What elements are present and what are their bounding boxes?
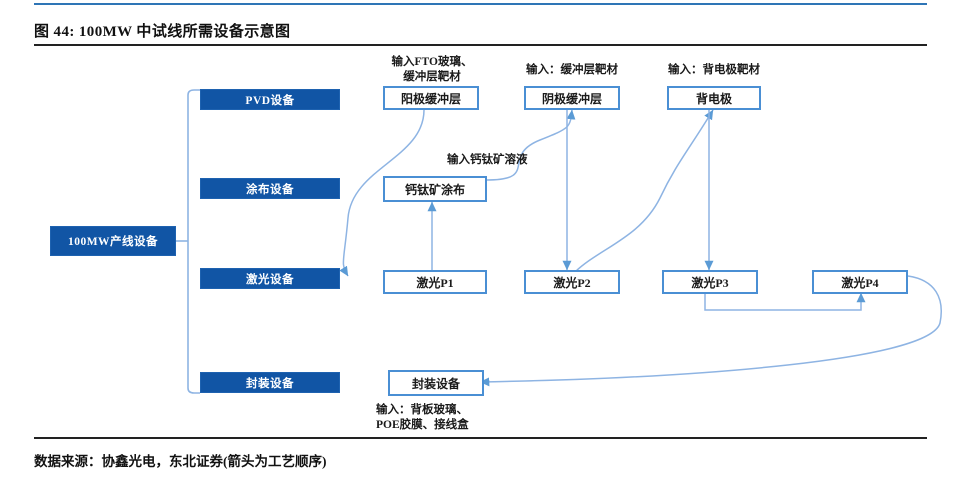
node-label: 100MW产线设备 [67, 236, 159, 248]
process-flow-diagram: 100MW产线设备 PVD设备 涂布设备 激光设备 封装设备 阳极缓冲层 阴极缓… [0, 48, 960, 436]
node-laser-p2[interactable]: 激光P2 [524, 270, 620, 294]
annotation-buffer-layer-target: 输入：缓冲层靶材 [526, 64, 618, 76]
edge-coating-to-cathode [486, 109, 576, 181]
node-packaging-equipment[interactable]: 封装设备 [388, 370, 484, 396]
edge-anode-to-laser-p1 [339, 109, 425, 277]
edge-laser-p4-to-packaging [479, 275, 942, 387]
node-label: 激光P2 [553, 275, 591, 290]
footer-divider [34, 437, 927, 439]
annotation-perovskite-solution: 输入钙钛矿溶液 [447, 154, 528, 166]
root-bracket [176, 89, 200, 394]
node-perovskite-coating[interactable]: 钙钛矿涂布 [383, 176, 487, 202]
node-laser-p1[interactable]: 激光P1 [383, 270, 487, 294]
node-back-electrode[interactable]: 背电极 [667, 86, 761, 110]
figure-title: 图 44: 100MW 中试线所需设备示意图 [34, 24, 291, 40]
node-label: 激光P3 [691, 275, 729, 290]
node-category-coating[interactable]: 涂布设备 [200, 178, 340, 199]
connector-lines-layer [176, 89, 942, 394]
node-label: 钙钛矿涂布 [404, 182, 465, 197]
node-category-laser[interactable]: 激光设备 [200, 268, 340, 289]
node-label: PVD设备 [245, 94, 295, 107]
source-note: 数据来源：协鑫光电，东北证券(箭头为工艺顺序) [34, 454, 327, 469]
annotation-back-electrode-target: 输入：背电极靶材 [668, 64, 760, 76]
node-category-pvd[interactable]: PVD设备 [200, 89, 340, 110]
node-label: 阴极缓冲层 [541, 91, 602, 106]
edge-laser-p2-to-backelectrode [574, 109, 714, 273]
node-cathode-buffer-layer[interactable]: 阴极缓冲层 [524, 86, 620, 110]
node-laser-p3[interactable]: 激光P3 [662, 270, 758, 294]
node-label: 激光P1 [416, 275, 454, 290]
top-blue-rule [34, 3, 927, 5]
node-root-100mw-line[interactable]: 100MW产线设备 [50, 226, 176, 256]
annotation-fto-glass-buffer-target: 输入FTO玻璃、 缓冲层靶材 [391, 56, 473, 83]
node-label: 封装设备 [246, 377, 294, 390]
edge-laser-p3-to-laser-p4 [704, 291, 866, 311]
title-divider [34, 44, 927, 46]
node-label: 阳极缓冲层 [400, 91, 461, 106]
node-anode-buffer-layer[interactable]: 阳极缓冲层 [383, 86, 479, 110]
node-laser-p4[interactable]: 激光P4 [812, 270, 908, 294]
node-label: 激光P4 [841, 275, 879, 290]
node-label: 涂布设备 [246, 183, 294, 196]
node-label: 背电极 [695, 91, 732, 106]
node-category-packaging[interactable]: 封装设备 [200, 372, 340, 393]
node-label: 激光设备 [246, 273, 294, 286]
node-label: 封装设备 [411, 376, 460, 391]
annotation-backsheet-poe-junctionbox: 输入：背板玻璃、 POE胶膜、接线盒 [376, 404, 469, 431]
